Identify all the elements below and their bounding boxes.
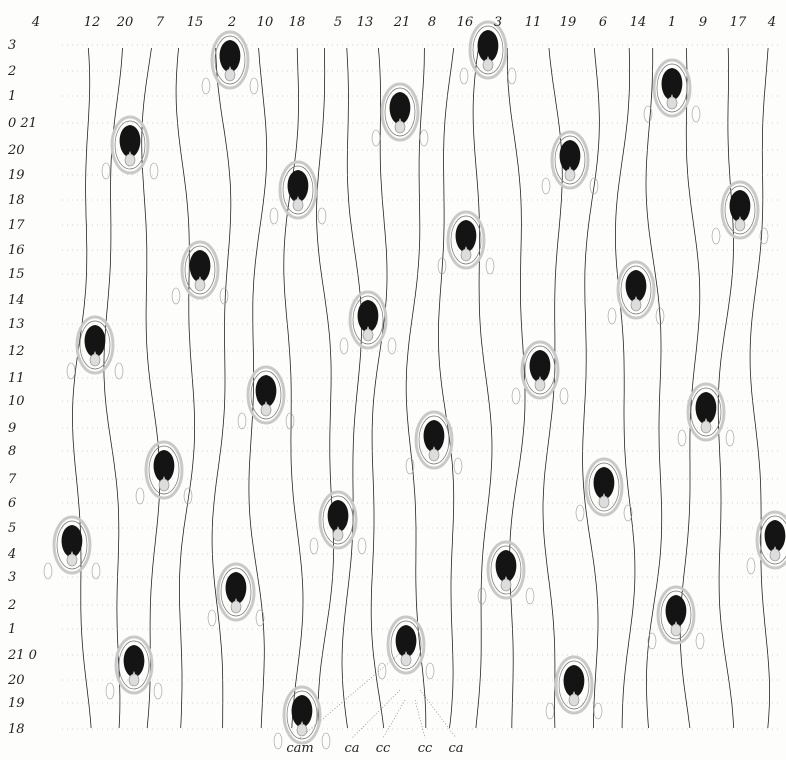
top-label: 4 [31, 15, 40, 30]
cell-node [274, 687, 330, 749]
cell-node [576, 459, 632, 521]
left-label: 21 0 [7, 648, 37, 663]
top-label: 2 [227, 15, 236, 30]
cell-node [678, 384, 734, 446]
vertical-line [342, 48, 362, 728]
top-label: 6 [599, 15, 607, 30]
top-label: 19 [560, 15, 577, 30]
left-label: 4 [7, 547, 16, 562]
bottom-label: cc [376, 741, 391, 756]
vertical-line [371, 48, 387, 728]
left-label: 20 [7, 143, 25, 158]
cell-node [202, 32, 258, 94]
vertical-line [615, 48, 635, 728]
cell-node [406, 412, 462, 474]
left-label: 18 [8, 722, 25, 737]
left-label: 1 [8, 622, 16, 637]
cell-node [712, 182, 768, 244]
left-label: 5 [8, 521, 16, 536]
left-label: 19 [8, 168, 25, 183]
vertical-line [583, 48, 600, 728]
left-label: 17 [8, 218, 25, 233]
top-label: 3 [494, 15, 502, 30]
top-label: 7 [156, 15, 165, 30]
cell-node [340, 292, 396, 354]
vertical-line [73, 48, 92, 728]
vertical-line [438, 48, 453, 728]
top-label: 18 [289, 15, 306, 30]
top-label: 15 [187, 15, 204, 30]
left-label: 0 21 [8, 116, 37, 131]
top-label: 8 [428, 15, 436, 30]
top-label: 10 [257, 15, 274, 30]
left-label: 10 [8, 394, 25, 409]
left-label: 2 [7, 64, 16, 79]
bottom-label: ca [448, 741, 463, 756]
left-label: 18 [8, 193, 25, 208]
vertical-line [750, 48, 770, 728]
top-label: 13 [357, 15, 374, 30]
cell-node [478, 542, 534, 604]
left-label: 11 [8, 371, 25, 386]
top-label: 12 [84, 15, 101, 30]
top-label: 17 [730, 15, 747, 30]
vertical-line [176, 48, 195, 728]
cell-node [102, 117, 158, 179]
cell-node [238, 367, 294, 429]
left-label: 6 [8, 496, 16, 511]
annotation-pointer [383, 700, 405, 738]
left-label: 14 [8, 293, 25, 308]
annotation-pointer [415, 700, 425, 738]
left-label: 9 [8, 421, 16, 436]
cell-node [542, 132, 598, 194]
bottom-label: ca [344, 741, 359, 756]
cell-node [378, 617, 434, 679]
left-label: 1 [8, 89, 16, 104]
vertical-line [317, 48, 334, 728]
left-label: 16 [8, 243, 25, 258]
cell-node [310, 492, 366, 554]
cell-node [747, 512, 786, 574]
annotation-pointer [352, 690, 400, 738]
left-label: 3 [8, 38, 16, 53]
top-label: 14 [630, 15, 647, 30]
vertical-line [718, 48, 734, 728]
cell-node [208, 564, 264, 626]
cell-node [438, 212, 494, 274]
cell-node [512, 342, 568, 404]
top-label: 9 [699, 15, 707, 30]
bottom-label: cc [418, 741, 433, 756]
left-label: 20 [7, 673, 25, 688]
left-label: 13 [8, 317, 25, 332]
left-label: 8 [8, 444, 16, 459]
bottom-label: cam [286, 741, 313, 756]
cell-node [608, 262, 664, 324]
top-label: 16 [457, 15, 474, 30]
left-label: 2 [7, 598, 16, 613]
cell-node [44, 517, 100, 579]
nodes [44, 22, 786, 749]
cell-node [270, 162, 326, 224]
top-label: 21 [393, 15, 411, 30]
left-label: 19 [8, 696, 25, 711]
left-label: 12 [8, 344, 25, 359]
vertical-line [284, 48, 303, 728]
cell-node [648, 587, 704, 649]
top-label: 20 [116, 15, 134, 30]
cell-node [106, 637, 162, 699]
top-label: 4 [767, 15, 776, 30]
top-label: 1 [668, 15, 676, 30]
left-label: 15 [8, 267, 25, 282]
cell-node [136, 442, 192, 504]
left-label: 7 [8, 472, 17, 487]
left-label: 3 [8, 570, 16, 585]
top-label: 5 [334, 15, 342, 30]
cell-node [172, 242, 228, 304]
top-label: 11 [525, 15, 542, 30]
